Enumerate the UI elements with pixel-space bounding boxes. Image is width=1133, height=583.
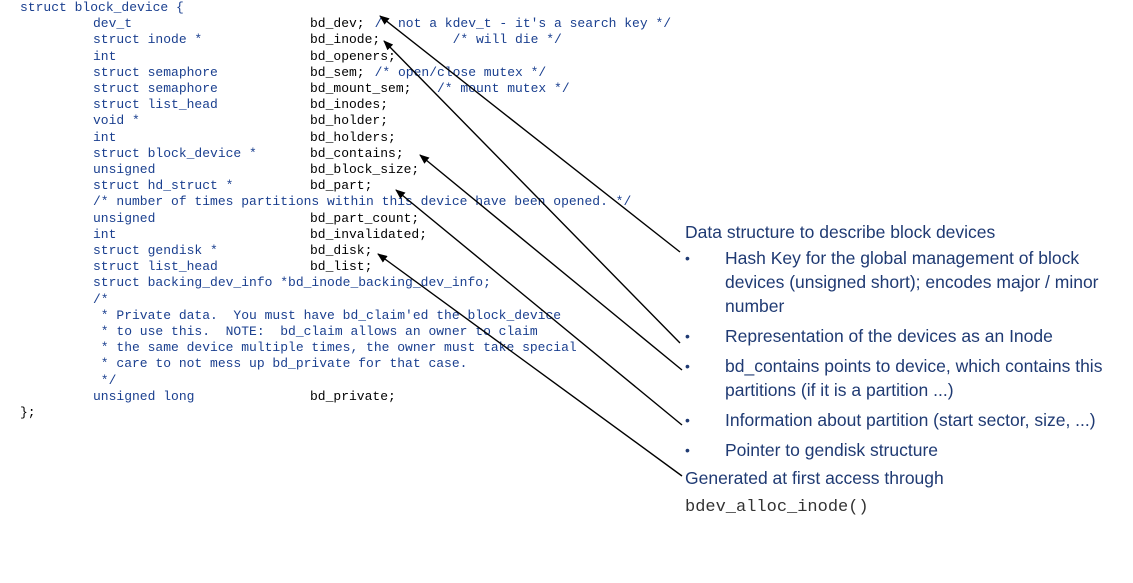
code-token-type: int — [93, 226, 117, 242]
code-token-type: struct semaphore — [93, 64, 218, 80]
code-line: void * bd_holder; — [0, 113, 760, 129]
code-token-field: bd_sem; — [310, 64, 365, 80]
code-line: struct block_device { — [0, 0, 760, 16]
bullet-icon: • — [685, 442, 690, 458]
code-token-type: struct block_device * — [93, 145, 257, 161]
code-token-comment: * Private data. You must have bd_claim'e… — [93, 307, 562, 323]
code-line: int bd_invalidated; — [0, 227, 760, 243]
code-line: struct semaphore bd_sem; /* open/close mut… — [0, 65, 760, 81]
code-token-type: struct list_head — [93, 97, 218, 113]
code-token-punct: }; — [20, 405, 36, 420]
annotation-bullet-gendisk: •Pointer to gendisk structure — [685, 440, 939, 460]
bullet-icon: • — [685, 328, 690, 344]
code-token-comment: /* open/close mutex */ — [374, 64, 547, 80]
code-token-field: bd_dev; — [310, 16, 365, 32]
code-token-comment: * the same device multiple times, the ow… — [93, 340, 577, 356]
code-token-field: bd_invalidated; — [310, 226, 428, 242]
annotation-footer-code: bdev_alloc_inode() — [685, 498, 869, 517]
code-token-comment: /* will die */ — [390, 32, 562, 48]
code-line: /* number of times partitions within thi… — [0, 194, 760, 210]
code-token-type: dev_t — [93, 16, 133, 32]
code-line: unsigned bd_block_size; — [0, 162, 760, 178]
code-token-type: struct inode * — [93, 32, 203, 48]
code-token-comment: * to use this. NOTE: bd_claim allows an … — [93, 324, 538, 339]
code-token-field: bd_part; — [310, 178, 373, 194]
code-line: struct semaphore bd_mount_sem; /* mount m… — [0, 81, 760, 97]
annotation-bullet-inode: •Representation of the devices as an Ino… — [685, 326, 1053, 346]
code-token-field: bd_block_size; — [310, 162, 420, 177]
code-token-field: bd_disk; — [310, 243, 373, 258]
code-token-comment: */ — [93, 372, 117, 388]
code-line: struct gendisk * bd_disk; — [0, 243, 760, 259]
code-line: struct hd_struct * bd_part; — [0, 178, 760, 194]
code-token-type: struct backing_dev_info *bd_inode_backin… — [93, 275, 491, 291]
code-line: /* — [0, 292, 760, 308]
code-token-type: void * — [93, 113, 140, 129]
code-token-type: unsigned long — [93, 388, 195, 404]
annotation-heading: Data structure to describe block devices — [685, 222, 996, 242]
bullet-icon: • — [685, 250, 690, 266]
code-token-field: bd_openers; — [310, 48, 396, 64]
annotation-panel: Data structure to describe block devices… — [685, 220, 1125, 520]
code-token-type: struct list_head — [93, 259, 218, 275]
code-token-field: bd_mount_sem; — [310, 81, 412, 96]
bullet-icon: • — [685, 412, 690, 428]
code-line: struct list_head bd_list; — [0, 259, 760, 275]
code-token-field: bd_part_count; — [310, 210, 420, 226]
code-token-comment: /* mount mutex */ — [421, 81, 570, 96]
code-token-type: unsigned — [93, 162, 156, 177]
code-token-field: bd_holders; — [310, 129, 396, 145]
annotation-bullet-partition: •Information about partition (start sect… — [685, 410, 1096, 430]
code-token-comment: /* number of times partitions within thi… — [93, 194, 632, 210]
code-line: unsigned long bd_private; — [0, 389, 760, 405]
code-token-field: bd_inodes; — [310, 97, 389, 113]
annotation-bullet-contains: •bd_contains points to device, which con… — [685, 356, 1103, 400]
code-token-type: unsigned — [93, 210, 156, 226]
annotation-bullet-list: •Hash Key for the global management of b… — [685, 246, 1125, 462]
code-line: * the same device multiple times, the ow… — [0, 340, 760, 356]
code-token-type: struct gendisk * — [93, 243, 218, 258]
code-line: }; — [0, 405, 760, 421]
code-token-type: struct hd_struct * — [93, 178, 234, 194]
code-line: struct inode * bd_inode; /* will die */ — [0, 32, 760, 48]
code-line: dev_t bd_dev; /* not a kdev_t - it's a sea… — [0, 16, 760, 32]
code-token-comment: /* not a kdev_t - it's a search key */ — [374, 16, 672, 32]
code-token-field: bd_list; — [310, 259, 373, 275]
code-line: * care to not mess up bd_private for tha… — [0, 356, 760, 372]
code-line: struct list_head bd_inodes; — [0, 97, 760, 113]
code-token-type: struct block_device { — [20, 0, 184, 15]
code-line: * Private data. You must have bd_claim'e… — [0, 308, 760, 324]
bullet-icon: • — [685, 358, 690, 374]
annotation-bullet-hash-key: •Hash Key for the global management of b… — [685, 248, 1099, 316]
code-line: unsigned bd_part_count; — [0, 211, 760, 227]
code-line: struct block_device * bd_contains; — [0, 146, 760, 162]
code-token-type: struct semaphore — [93, 81, 218, 96]
code-token-field: bd_contains; — [310, 145, 404, 161]
code-token-type: int — [93, 129, 117, 145]
annotation-footer: Generated at first access through — [685, 468, 944, 488]
code-token-field: bd_inode; — [310, 32, 381, 48]
code-listing: struct block_device {dev_t bd_dev; /* not … — [0, 0, 760, 430]
code-line: */ — [0, 373, 760, 389]
code-token-field: bd_private; — [310, 388, 396, 404]
code-token-comment: * care to not mess up bd_private for tha… — [93, 356, 468, 372]
code-token-type: int — [93, 48, 117, 64]
code-line: * to use this. NOTE: bd_claim allows an … — [0, 324, 760, 340]
code-token-comment: /* — [93, 291, 109, 307]
code-token-field: bd_holder; — [310, 113, 389, 129]
code-line: struct backing_dev_info *bd_inode_backin… — [0, 275, 760, 291]
code-line: int bd_holders; — [0, 130, 760, 146]
code-line: int bd_openers; — [0, 49, 760, 65]
